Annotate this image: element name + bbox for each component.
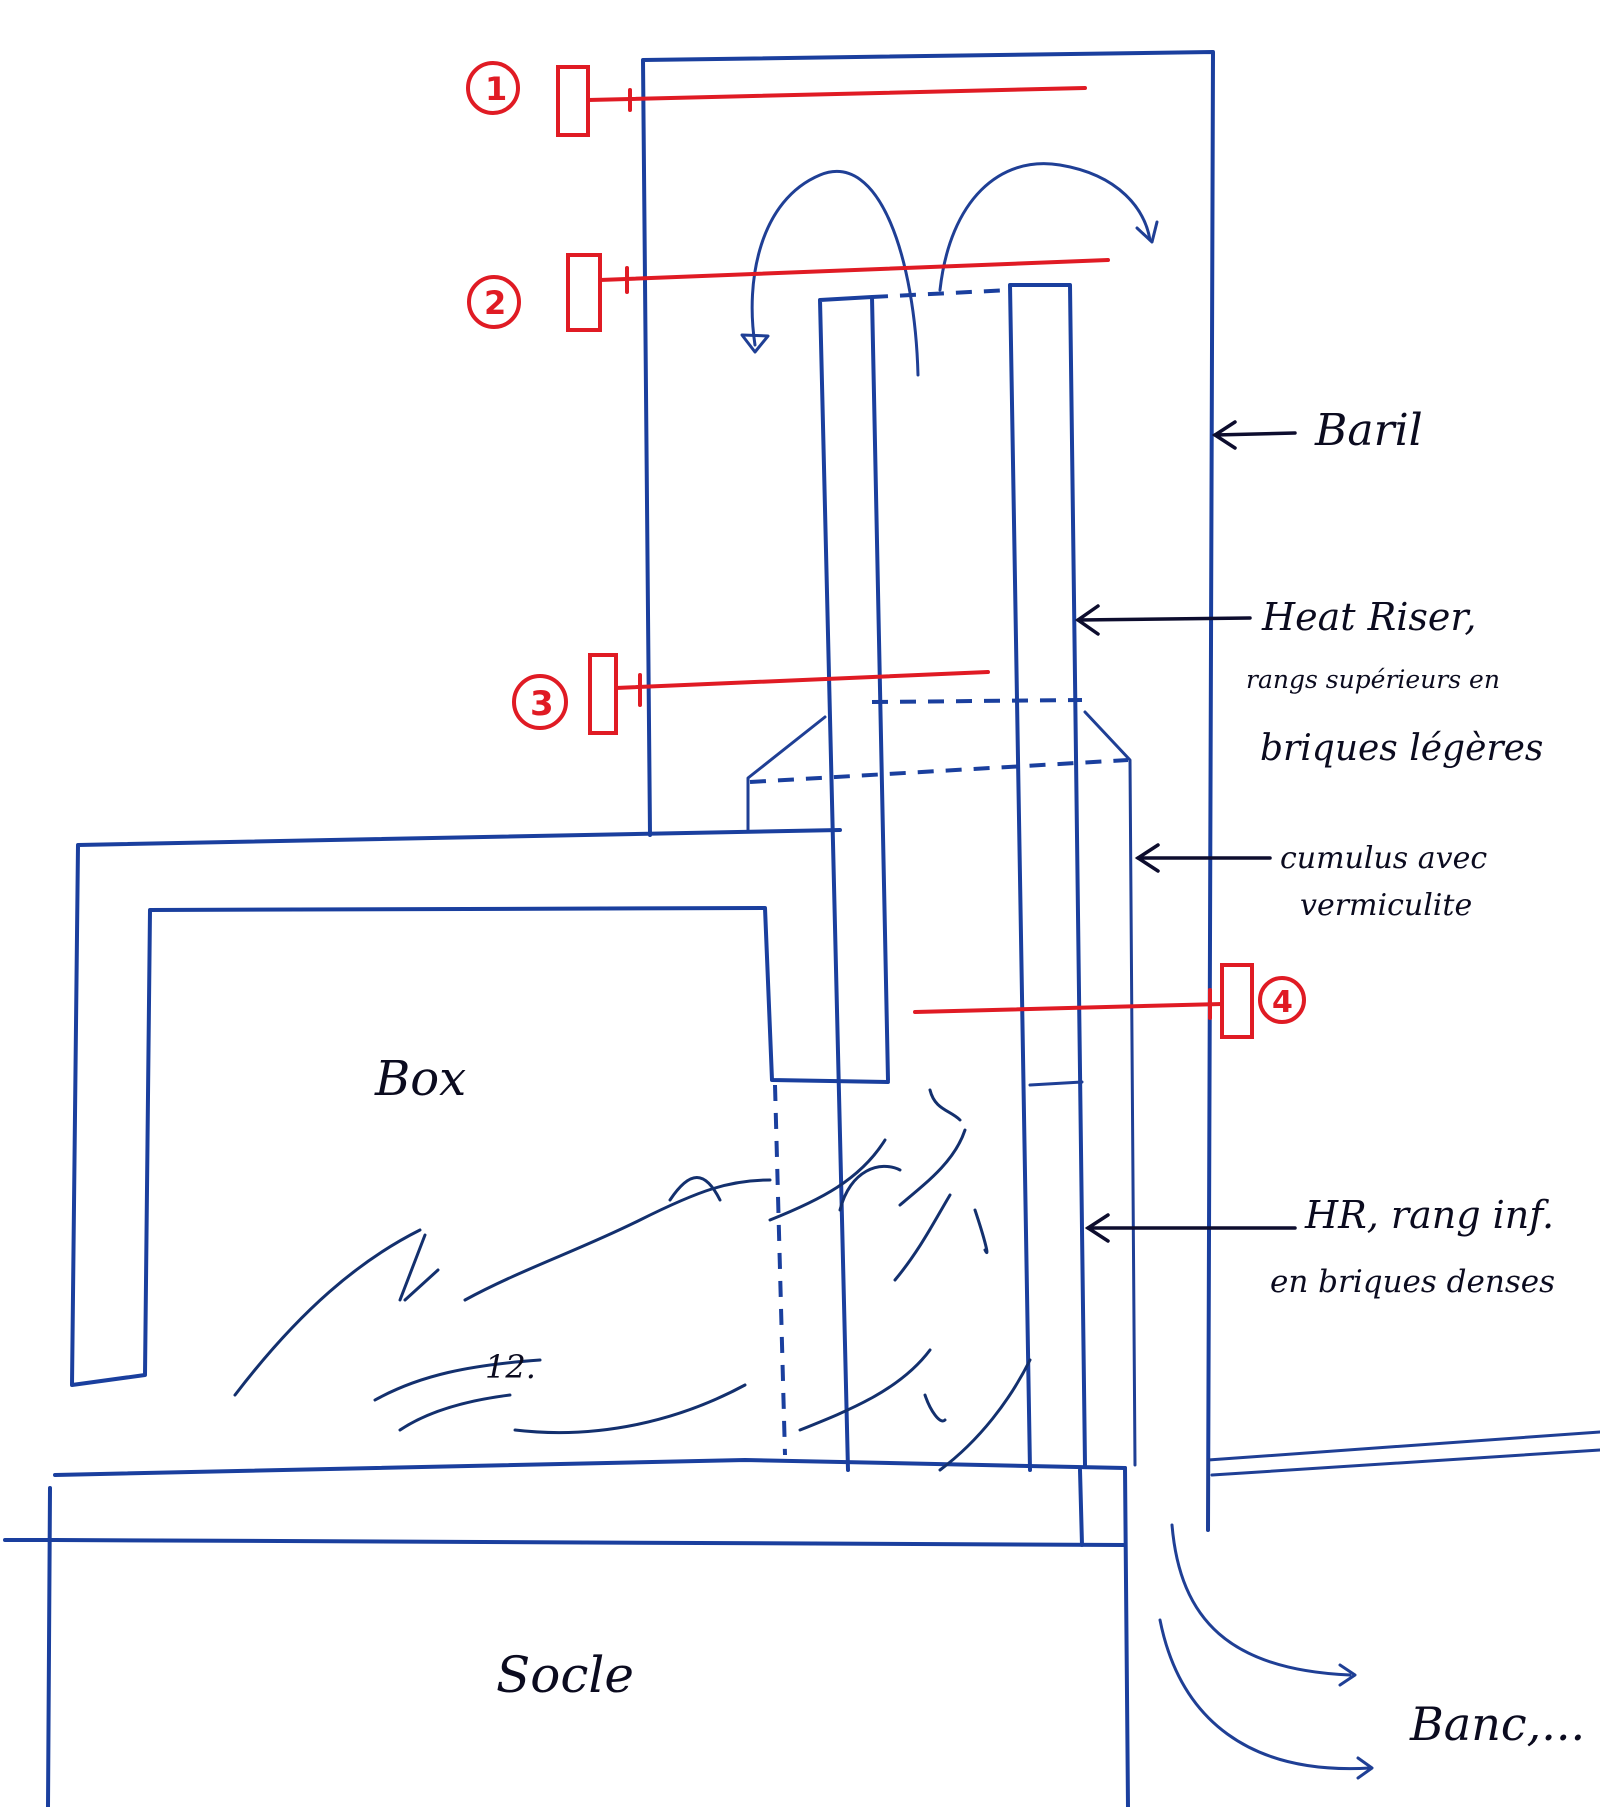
label-barrel: Baril <box>1314 405 1423 456</box>
hr-dense-course <box>1028 1080 1084 1087</box>
label-cumulus-2: vermiculite <box>1300 888 1472 923</box>
label-hr-dense-2: en briques denses <box>1270 1264 1555 1300</box>
label-banc: Banc,... <box>1409 1697 1585 1751</box>
tunnel-divider <box>773 1084 787 1456</box>
sensor-1 <box>466 61 1087 137</box>
flames <box>233 1088 1032 1472</box>
label-hr-dense: HR, rang inf. <box>1304 1193 1554 1237</box>
marker-1-label: 1 <box>485 70 507 108</box>
label-cumulus: cumulus avec <box>1280 841 1487 876</box>
bench-duct <box>1206 1430 1600 1532</box>
barrel <box>641 50 1215 1532</box>
label-heat-riser-2: rangs supérieurs en <box>1246 665 1500 694</box>
sensor-4 <box>913 963 1306 1039</box>
marker-3-label: 3 <box>530 684 554 724</box>
label-box: Box <box>374 1051 466 1107</box>
sensor-3 <box>512 653 990 735</box>
heat-riser <box>818 283 1087 1472</box>
label-heat-riser: Heat Riser, <box>1261 595 1476 639</box>
label-heat-riser-3: briques légères <box>1260 728 1543 769</box>
cumulus <box>746 698 1137 1467</box>
marker-4-label: 4 <box>1272 985 1293 1020</box>
label-flame-number: 12. <box>485 1348 536 1386</box>
exhaust-arrows <box>1158 1523 1374 1780</box>
feed-box <box>70 828 890 1387</box>
base-slab <box>3 1458 1130 1807</box>
label-arrows <box>1074 420 1297 1243</box>
label-socle: Socle <box>496 1646 634 1704</box>
flow-arrows <box>740 162 1159 377</box>
marker-2-label: 2 <box>484 284 506 322</box>
sensor-2 <box>467 253 1110 332</box>
